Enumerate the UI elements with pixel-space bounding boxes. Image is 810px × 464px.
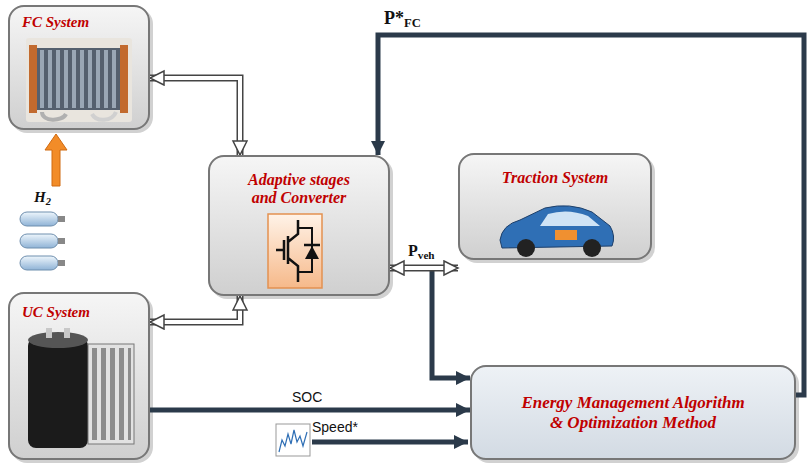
- fuel-cell-stack-picture: [26, 38, 132, 122]
- subscript: FC: [404, 16, 421, 30]
- power-connectors: [150, 78, 458, 322]
- traction-box: Traction System: [458, 153, 652, 260]
- capacitor-cutaway: [88, 344, 134, 444]
- box-title: UC System: [22, 304, 140, 321]
- hydrogen-tanks-picture: [20, 212, 65, 270]
- capacitor-terminal: [46, 328, 52, 338]
- car-battery: [555, 230, 577, 240]
- tank: [20, 212, 58, 226]
- capacitor-layer: [110, 348, 115, 440]
- signal-name: P*FC: [384, 8, 421, 30]
- power-line-outline: [150, 296, 240, 322]
- signal-connectors: [150, 35, 804, 410]
- car-wheel: [583, 239, 601, 257]
- stack-plate: [56, 50, 60, 108]
- chemical-formula: H2: [34, 188, 51, 206]
- signal-arrow: [378, 35, 804, 395]
- stack-plate: [48, 50, 52, 108]
- capacitor-terminal: [64, 328, 70, 338]
- tank: [20, 256, 58, 270]
- gas-tube: [92, 112, 116, 120]
- power-line-core: [150, 78, 240, 155]
- stack-plate: [72, 50, 76, 108]
- stack-plate: [40, 50, 44, 108]
- signal-name: SOC: [292, 389, 322, 406]
- energy-management-box: Energy Management Algorithm & Optimizati…: [470, 365, 796, 460]
- icon-frame: [276, 424, 310, 456]
- diode-symbol: [305, 246, 319, 259]
- box-title: Energy Management Algorithm & Optimizati…: [516, 393, 751, 432]
- converter-box: Adaptive stages and Converter: [208, 155, 390, 296]
- car-picture: [500, 206, 614, 257]
- gas-tube: [42, 112, 66, 120]
- box-title: Adaptive stages and Converter: [237, 171, 362, 208]
- stack-plate: [96, 50, 100, 108]
- stack-plate: [88, 50, 92, 108]
- supply-arrow: [45, 134, 67, 186]
- subscript: veh: [418, 249, 435, 261]
- box-fill: [470, 365, 796, 460]
- capacitor-can: [28, 338, 88, 448]
- car-window: [540, 211, 600, 226]
- uc-system-box: UC System: [8, 292, 150, 460]
- box-fill: [208, 155, 390, 296]
- speed-trace: [279, 430, 307, 452]
- box-fill: [458, 153, 652, 260]
- tank-valve: [58, 238, 65, 244]
- tank-valve: [58, 216, 65, 222]
- signal-line: [378, 35, 804, 395]
- signal-line: [432, 268, 470, 378]
- power-line-core: [390, 266, 458, 270]
- end-plate: [120, 45, 128, 113]
- signal-name: Speed*: [312, 419, 358, 436]
- box-fill: [8, 5, 150, 130]
- capacitor-layer: [101, 348, 106, 440]
- subscript: 2: [46, 196, 51, 207]
- power-line-core: [150, 296, 240, 322]
- stack-plate: [112, 50, 116, 108]
- box-title: FC System: [22, 14, 140, 31]
- speed-profile-icon: [276, 424, 310, 456]
- end-plate: [29, 45, 37, 113]
- signal-arrow: [150, 410, 470, 411]
- symbol-ground: [268, 214, 322, 288]
- capacitor-layer: [92, 348, 97, 440]
- igbt-symbol: [268, 214, 322, 288]
- stack-plate: [104, 50, 108, 108]
- signal-line: [150, 408, 470, 413]
- power-line-outline: [390, 265, 458, 272]
- hydrogen-arrow: [45, 134, 67, 186]
- ultracapacitor-picture: [28, 328, 134, 448]
- transistor-symbol: [276, 220, 298, 282]
- box-fills: [8, 5, 799, 463]
- car-wheel: [517, 239, 535, 257]
- power-arrow: [150, 296, 240, 322]
- signal-name: Pveh: [408, 241, 435, 260]
- tank-valve: [58, 260, 65, 266]
- picture-ground: [26, 38, 132, 122]
- power-arrow: [390, 268, 458, 269]
- box-fill: [8, 292, 150, 460]
- stack-body: [34, 48, 124, 110]
- power-arrow: [150, 78, 240, 155]
- diode-bar: [304, 244, 320, 247]
- stack-plate: [80, 50, 84, 108]
- capacitor-top: [28, 332, 88, 348]
- capacitor-layer: [128, 348, 131, 440]
- box-title: Traction System: [468, 169, 642, 187]
- power-line-outline: [150, 78, 240, 155]
- tank: [20, 234, 58, 248]
- fc-system-box: FC System: [8, 5, 150, 130]
- capacitor-layer: [119, 348, 124, 440]
- stack-plate: [64, 50, 68, 108]
- speed-input-arrow: [312, 440, 468, 445]
- signal-arrow: [432, 268, 470, 378]
